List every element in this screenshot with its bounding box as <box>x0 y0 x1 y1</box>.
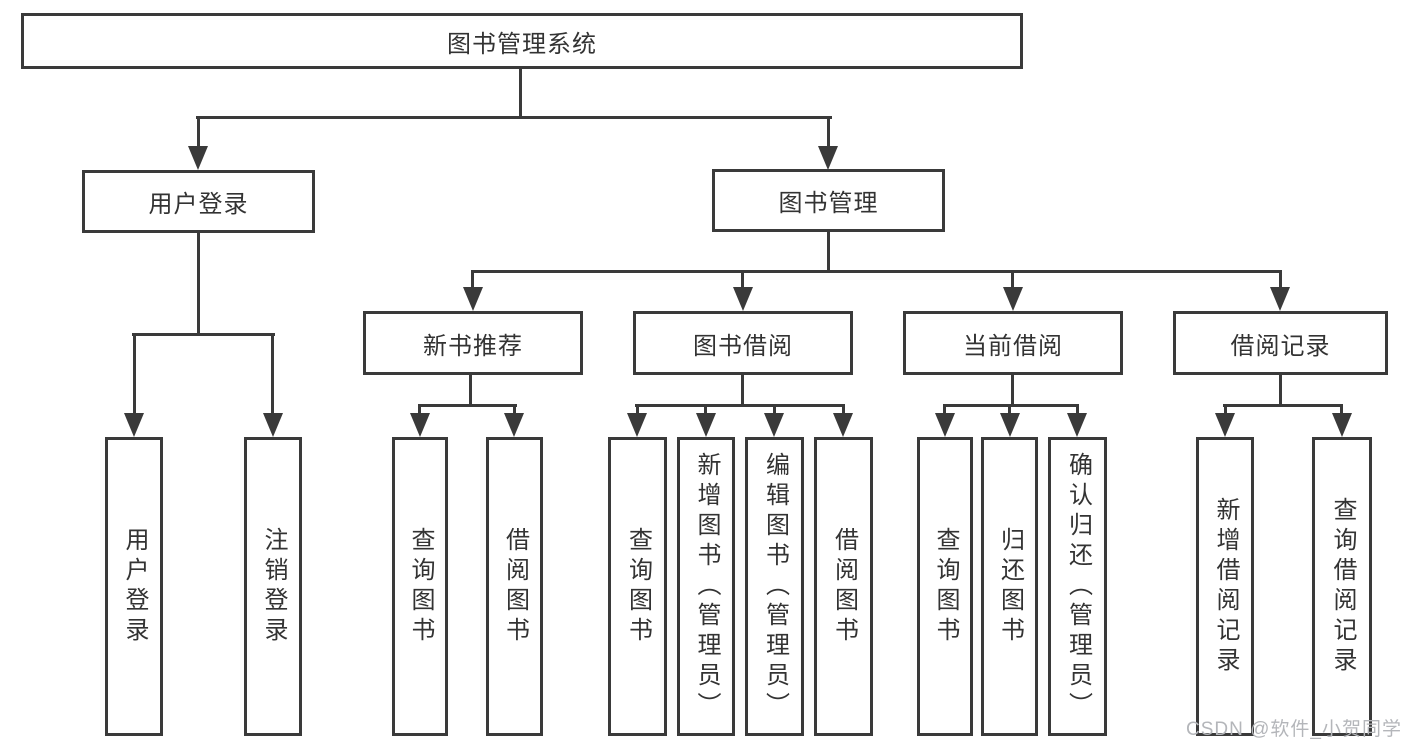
node-new-book-recommend: 新书推荐 <box>363 311 583 375</box>
leaf-add-borrow-record: 新增借阅记录 <box>1196 437 1254 736</box>
leaf-label: 注销登录 <box>260 526 287 647</box>
connector-vline <box>636 404 639 416</box>
connector-vline <box>1279 270 1282 290</box>
leaf-label: 编辑图书（管理员） <box>761 451 789 722</box>
leaf-label: 查询图书 <box>407 526 434 647</box>
arrow-down-icon <box>124 413 144 437</box>
connector-vline <box>1224 404 1227 416</box>
leaf-label: 查询借阅记录 <box>1329 496 1356 677</box>
leaf-user-login: 用户登录 <box>105 437 163 736</box>
arrow-down-icon <box>833 413 853 437</box>
connector-vline <box>1340 404 1343 416</box>
connector-hline <box>635 404 845 407</box>
connector-vline <box>1076 404 1079 416</box>
arrow-down-icon <box>188 146 208 170</box>
leaf-label: 借阅图书 <box>830 526 858 647</box>
connector-hline <box>196 116 832 119</box>
connector-vline <box>133 333 136 415</box>
connector-vline <box>741 375 744 407</box>
connector-hline <box>132 333 275 336</box>
leaf-logout: 注销登录 <box>244 437 302 736</box>
arrow-down-icon <box>504 413 524 437</box>
leaf-confirm-return-admin: 确认归还（管理员） <box>1048 437 1107 736</box>
node-book-management: 图书管理 <box>712 169 945 232</box>
connector-vline <box>513 404 516 416</box>
leaf-return-book: 归还图书 <box>981 437 1038 736</box>
arrow-down-icon <box>463 287 483 311</box>
connector-vline <box>1008 404 1011 416</box>
node-book-borrow: 图书借阅 <box>633 311 853 375</box>
leaf-label: 归还图书 <box>996 526 1024 647</box>
leaf-label: 确认归还（管理员） <box>1064 451 1092 722</box>
node-user-login: 用户登录 <box>82 170 315 233</box>
connector-vline <box>842 404 845 416</box>
arrow-down-icon <box>1000 413 1020 437</box>
leaf-query-books-current: 查询图书 <box>917 437 973 736</box>
arrow-down-icon <box>627 413 647 437</box>
leaf-query-books-recommend: 查询图书 <box>392 437 448 736</box>
leaf-borrow-books: 借阅图书 <box>814 437 873 736</box>
connector-vline <box>471 270 474 290</box>
connector-hline <box>418 404 517 407</box>
node-library-management-system: 图书管理系统 <box>21 13 1023 69</box>
leaf-label: 查询图书 <box>624 526 652 647</box>
arrow-down-icon <box>1270 287 1290 311</box>
connector-vline <box>271 333 274 415</box>
arrow-down-icon <box>1215 413 1235 437</box>
leaf-label: 新增图书（管理员） <box>693 451 720 722</box>
connector-vline <box>741 270 744 290</box>
watermark: CSDN @软件_小贺同学 <box>1186 719 1402 740</box>
arrow-down-icon <box>1067 413 1087 437</box>
leaf-borrow-books-recommend: 借阅图书 <box>486 437 543 736</box>
leaf-label: 新增借阅记录 <box>1212 496 1239 677</box>
connector-vline <box>827 232 830 273</box>
connector-vline <box>197 116 200 148</box>
connector-vline <box>704 404 707 416</box>
arrow-down-icon <box>696 413 716 437</box>
leaf-label: 查询图书 <box>932 526 959 647</box>
leaf-query-borrow-record: 查询借阅记录 <box>1312 437 1372 736</box>
connector-vline <box>469 375 472 407</box>
node-current-borrow: 当前借阅 <box>903 311 1123 375</box>
connector-hline <box>943 404 1079 407</box>
connector-vline <box>1011 270 1014 290</box>
leaf-add-book-admin: 新增图书（管理员） <box>677 437 735 736</box>
connector-vline <box>827 116 830 148</box>
arrow-down-icon <box>1003 287 1023 311</box>
connector-vline <box>1279 375 1282 407</box>
connector-vline <box>197 233 200 335</box>
leaf-query-books-borrow: 查询图书 <box>608 437 667 736</box>
arrow-down-icon <box>935 413 955 437</box>
arrow-down-icon <box>410 413 430 437</box>
connector-vline <box>943 404 946 416</box>
node-borrow-records: 借阅记录 <box>1173 311 1388 375</box>
arrow-down-icon <box>263 413 283 437</box>
connector-hline <box>471 270 1282 273</box>
connector-vline <box>519 69 522 118</box>
leaf-label: 借阅图书 <box>501 526 529 647</box>
arrow-down-icon <box>764 413 784 437</box>
leaf-label: 用户登录 <box>121 526 148 647</box>
leaf-edit-book-admin: 编辑图书（管理员） <box>745 437 804 736</box>
arrow-down-icon <box>818 146 838 170</box>
connector-hline <box>1223 404 1343 407</box>
connector-vline <box>418 404 421 416</box>
arrow-down-icon <box>733 287 753 311</box>
connector-vline <box>773 404 776 416</box>
connector-vline <box>1011 375 1014 407</box>
arrow-down-icon <box>1332 413 1352 437</box>
